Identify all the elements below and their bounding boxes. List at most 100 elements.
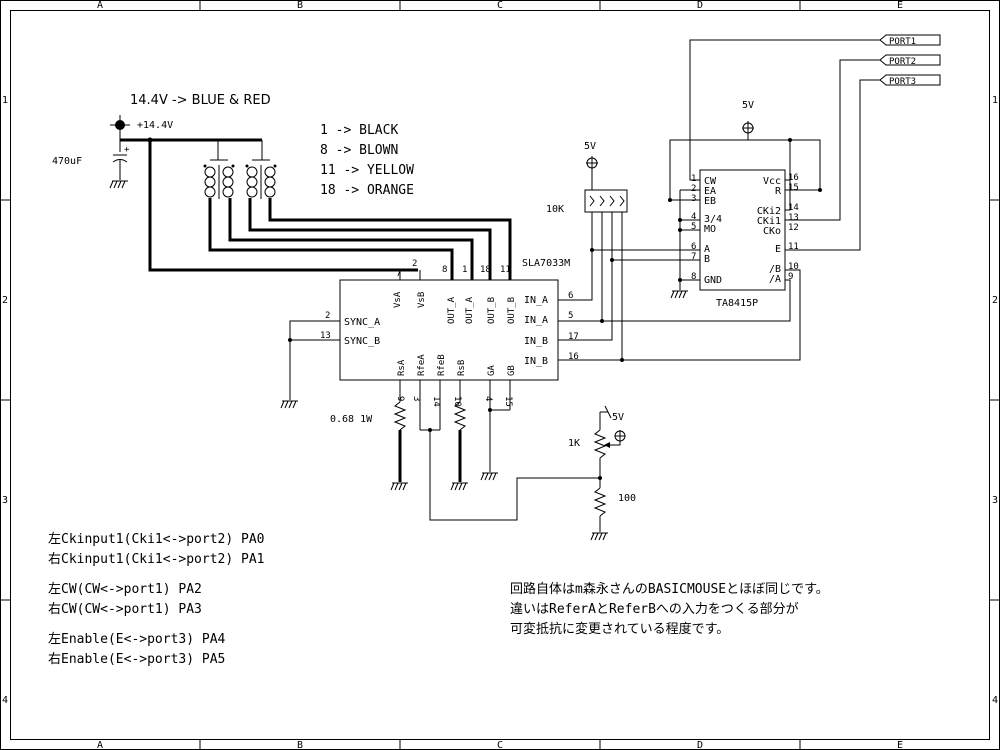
col-label-a: A <box>97 0 103 11</box>
drv-pin-num-5: 5 <box>568 311 573 321</box>
ctl-pin-b-bar: /B <box>769 264 781 275</box>
col-label-c-bottom: C <box>497 740 503 750</box>
drv-pin-num-10: 10 <box>452 396 462 407</box>
col-label-a-bottom: A <box>97 740 103 750</box>
trim-network <box>590 405 626 541</box>
pin-assignment-notes: 左Ckinput1(Cki1<->port2) PA0 右Ckinput1(Ck… <box>48 532 265 667</box>
resistor-network-10k <box>584 189 628 360</box>
drv-pin-outa2: OUT_A <box>465 296 475 324</box>
drv-pin-num-4: 4 <box>483 396 493 401</box>
legend-18: 18 -> ORANGE <box>320 183 414 198</box>
drv-pin-num-14: 14 <box>431 396 441 407</box>
drv-pin-num-7: 7 <box>396 269 401 279</box>
ctl-pin-num-7: 7 <box>691 252 696 262</box>
controller-supply-symbol <box>742 121 754 135</box>
controller-wiring <box>668 39 880 299</box>
drv-pin-rfeb: RfeB <box>437 354 447 376</box>
ctl-pin-num-11: 11 <box>788 242 799 252</box>
drv-pin-vsb: VsB <box>417 292 427 308</box>
row-label-2: 2 <box>2 295 8 306</box>
description-line-3: 可変抵抗に変更されている程度です。 <box>510 621 729 637</box>
controller-ic-ta8415p: CW EA EB 3/4 MO A B GND Vcc R CKi2 CKi1 … <box>691 169 799 291</box>
col-label-d-bottom: D <box>697 740 703 750</box>
supply-label: +14.4V <box>137 120 173 131</box>
legend-8: 8 -> BLOWN <box>320 143 398 158</box>
drv-pin-outb1: OUT_B <box>487 297 497 324</box>
ctl-pin-cko: CKo <box>763 226 781 237</box>
description-line-2: 違いはReferAとReferBへの入力をつくる部分が <box>510 602 799 617</box>
ctl-pin-a-bar: /A <box>769 274 781 285</box>
resistor-network-label: 10K <box>546 204 564 215</box>
drv-pin-sync-b: SYNC_B <box>344 336 380 347</box>
pullup-supply-symbol <box>586 156 598 170</box>
ctl-pin-num-8: 8 <box>691 272 696 282</box>
motor-coil-left <box>203 140 235 199</box>
fixed-resistor-label: 100 <box>618 493 636 504</box>
drv-pin-num-13: 13 <box>320 331 331 341</box>
capacitor-label: 470uF <box>52 156 82 167</box>
col-label-c: C <box>497 0 503 11</box>
ctl-pin-r: R <box>775 186 782 197</box>
drv-pin-num-6: 6 <box>568 291 573 301</box>
col-label-e: E <box>897 0 903 11</box>
drv-pin-num-15: 15 <box>503 396 513 407</box>
drv-pin-gb: GB <box>507 365 517 376</box>
ctl-pin-e: E <box>775 244 781 255</box>
drv-pin-num-2-left: 2 <box>325 311 330 321</box>
ctl-pin-34: 3/4 <box>704 214 722 225</box>
ctl-pin-vcc: Vcc <box>763 176 781 187</box>
drv-pin-vsa: VsA <box>393 291 403 308</box>
description-line-1: 回路自体はm森永さんのBASICMOUSEとほぼ同じです。 <box>510 581 829 597</box>
trim-supply-label: 5V <box>612 412 624 423</box>
ctl-pin-cki1: CKi1 <box>757 216 781 227</box>
port-flags: PORT1 PORT2 PORT3 <box>879 34 941 87</box>
port2-label: PORT2 <box>889 57 916 67</box>
row-label-1-right: 1 <box>992 95 998 106</box>
ctl-pin-eb: EB <box>704 196 716 207</box>
ground-symbol <box>109 180 128 189</box>
ctl-pin-mo: MO <box>704 224 716 235</box>
supply-note: 14.4V -> BLUE & RED <box>130 93 271 108</box>
pullup-supply-label: 5V <box>584 141 596 152</box>
drv-pin-num-18: 18 <box>480 265 491 275</box>
ctl-pin-num-10: 10 <box>788 262 799 272</box>
controller-vcc-label: 5V <box>742 100 754 111</box>
drv-pin-rsa: RsA <box>397 359 407 376</box>
port1-label: PORT1 <box>889 37 916 47</box>
drv-pin-sync-a: SYNC_A <box>344 317 380 328</box>
port3-label: PORT3 <box>889 77 916 87</box>
drv-pin-num-16: 16 <box>568 352 579 362</box>
ctl-pin-a: A <box>704 244 710 255</box>
ctl-pin-cw: CW <box>704 176 717 187</box>
ctl-pin-b: B <box>704 254 710 265</box>
drv-pin-rfea: RfeA <box>417 354 427 376</box>
drv-pin-num-3: 3 <box>411 396 421 401</box>
drv-pin-in-a: IN_A <box>524 295 548 306</box>
drv-pin-in-b-bar: IN_B <box>524 356 548 367</box>
sense-wiring <box>390 380 600 521</box>
input-wiring <box>558 248 801 362</box>
drv-pin-num-1: 1 <box>462 265 467 275</box>
ground-symbol-sync <box>280 400 298 409</box>
row-label-4: 4 <box>2 695 8 706</box>
col-label-d: D <box>697 0 703 11</box>
pin-note-6: 右Enable(E<->port3) PA5 <box>48 652 225 667</box>
ctl-pin-ea: EA <box>704 186 716 197</box>
pin-note-3: 左CW(CW<->port1) PA2 <box>48 582 202 597</box>
ctl-pin-num-2: 2 <box>691 184 696 194</box>
ctl-pin-num-6: 6 <box>691 242 696 252</box>
legend-1: 1 -> BLACK <box>320 123 398 138</box>
row-label-2-right: 2 <box>992 295 998 306</box>
svg-text:+: + <box>124 145 130 155</box>
drv-pin-in-a-bar: IN_A <box>524 315 548 326</box>
legend-11: 11 -> YELLOW <box>320 163 414 178</box>
drv-pin-ga: GA <box>487 365 497 376</box>
circuit-description: 回路自体はm森永さんのBASICMOUSEとほぼ同じです。 違いはReferAと… <box>510 581 829 637</box>
pin-note-5: 左Enable(E<->port3) PA4 <box>48 632 226 647</box>
ctl-pin-num-9: 9 <box>788 272 793 282</box>
drv-pin-outa1: OUT_A <box>447 296 457 324</box>
col-label-e-bottom: E <box>897 740 903 750</box>
controller-ic-name: TA8415P <box>716 298 758 309</box>
col-label-b-bottom: B <box>297 740 303 750</box>
